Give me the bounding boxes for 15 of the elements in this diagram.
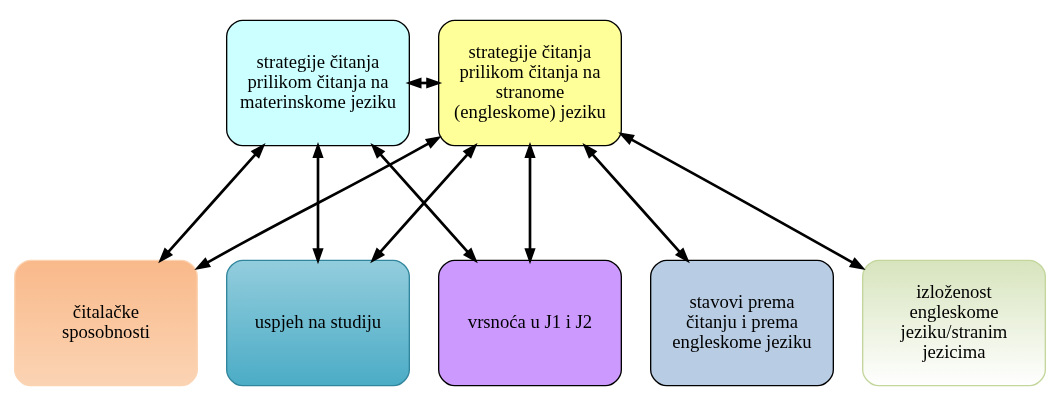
node-box: vrsnoća u J1 i J2 [438, 259, 622, 386]
node-box: stavovi prema čitanju i prema engleskome jeziku [650, 259, 834, 386]
node-box: izloženost engleskome jeziku/stranim jezicima [862, 259, 1046, 386]
arrow [582, 142, 690, 263]
arrow [158, 142, 266, 263]
node-box: strategije čitanja prilikom čitanja na materinskome jeziku [226, 19, 410, 146]
node-box: strategije čitanja prilikom čitanja na stranome (engleskome) jeziku [438, 19, 622, 146]
arrow [312, 141, 324, 264]
node-box: čitalačke sposobnosti [14, 259, 198, 386]
arrow [405, 76, 443, 89]
arrow [618, 131, 866, 270]
arrow [194, 135, 442, 270]
arrow [524, 141, 536, 264]
arrow [370, 142, 478, 263]
node-box: uspjeh na studiju [226, 259, 410, 386]
